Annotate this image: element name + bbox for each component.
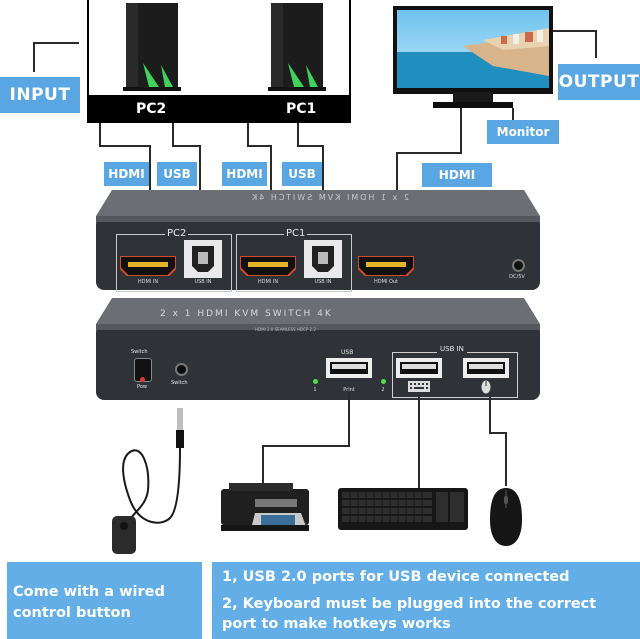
cable-pc2-usb-v2	[199, 145, 201, 191]
keyboard-usb-port-icon	[396, 358, 442, 378]
input-bracket-h	[33, 42, 79, 44]
cable-printer-h	[262, 445, 350, 447]
back-pc1-title: PC1	[284, 228, 307, 239]
back-pc1-usb-label: USB IN	[306, 279, 340, 285]
pc1-usb-b-port-icon	[304, 240, 342, 278]
led-2	[381, 379, 386, 384]
mouse-icon	[488, 486, 524, 548]
cable-pc1-usb-v2	[322, 145, 324, 191]
cable-pc1-hdmi	[247, 123, 249, 145]
cable-pc1-usb	[297, 123, 299, 145]
front-usb-label: USB	[341, 349, 353, 356]
output-bracket-h	[553, 30, 597, 32]
hdmi-tag-pc1: HDMI	[222, 162, 267, 186]
front-top-print: 2 x 1 HDMI KVM SWITCH 4K	[160, 309, 333, 319]
power-led	[140, 377, 145, 382]
input-tag: INPUT	[0, 77, 80, 113]
cable-pc2-hdmi-h	[99, 145, 151, 147]
note-right-line2: 2, Keyboard must be plugged into the cor…	[222, 596, 596, 612]
cable-pc2-usb-h	[172, 145, 200, 147]
usb-print-port-icon	[326, 358, 372, 378]
cable-pc2-hdmi-v2	[149, 145, 151, 191]
usb-tag-pc2: USB	[157, 162, 197, 186]
back-pc1-hdmi-label: HDMI IN	[250, 279, 286, 285]
cable-mouse-v2	[505, 432, 507, 486]
cable-hdmi-out-v2	[460, 108, 462, 154]
mouse-symbol-icon	[481, 380, 491, 394]
monitor-line-v	[512, 108, 514, 120]
cable-pc1-hdmi-h	[247, 145, 271, 147]
keyboard-symbol-icon	[408, 381, 430, 392]
back-hdmi-out-label: HDMI Out	[366, 279, 406, 285]
front-sub-print: HDMI 2.0 SEAMLESS HDCP 2.2	[255, 327, 316, 332]
output-bracket-v	[595, 30, 597, 58]
cable-pc1-usb-h	[297, 145, 323, 147]
note-right-line1: 1, USB 2.0 ports for USB device connecte…	[222, 569, 569, 585]
dc-power-port	[512, 259, 525, 272]
led-1	[313, 379, 318, 384]
back-pc2-hdmi-label: HDMI IN	[130, 279, 166, 285]
pc1-hdmi-port-icon	[240, 256, 296, 276]
front-switch-label: Switch	[131, 349, 148, 355]
wired-control-cable-icon	[100, 400, 200, 560]
back-pc2-title: PC2	[165, 228, 188, 239]
input-bracket-v	[33, 42, 35, 72]
note-left-line2: control button	[13, 605, 131, 621]
pc1-label: PC1	[286, 101, 316, 117]
cable-printer-v	[348, 392, 350, 446]
hdmi-out-port-icon	[358, 256, 414, 276]
front-led1-label: 1	[311, 387, 319, 393]
note-left-line1: Come with a wired	[13, 584, 165, 600]
cable-pc2-hdmi	[99, 123, 101, 145]
monitor-icon	[393, 6, 553, 110]
cable-pc2-usb	[172, 123, 174, 145]
mouse-usb-port-icon	[463, 358, 509, 378]
back-pc2-usb-label: USB IN	[186, 279, 220, 285]
front-led2-label: 2	[379, 387, 387, 393]
hdmi-out-tag: HDMI	[422, 163, 492, 187]
pc2-usb-b-port-icon	[184, 240, 222, 278]
cable-mouse-v	[489, 396, 491, 432]
hdmi-tag-pc2: HDMI	[104, 162, 149, 186]
note-right-line3: port to make hotkeys works	[222, 616, 451, 632]
pc2-label: PC2	[136, 101, 166, 117]
pc1-tower-icon	[268, 3, 326, 91]
note-left-box	[7, 562, 202, 639]
usb-tag-pc1: USB	[282, 162, 322, 186]
pc2-hdmi-port-icon	[120, 256, 176, 276]
cable-hdmi-out-v	[396, 152, 398, 192]
cable-hdmi-out-h	[396, 152, 461, 154]
keyboard-icon	[338, 488, 468, 532]
printer-icon	[215, 483, 315, 535]
output-tag: OUTPUT	[558, 64, 640, 100]
monitor-tag: Monitor	[487, 120, 559, 144]
cable-keyboard-v	[418, 396, 420, 490]
cable-printer-v2	[262, 445, 264, 485]
back-dc-label: DC/5V	[504, 274, 530, 280]
front-pow-label: Pow	[137, 384, 147, 390]
cable-pc1-hdmi-v2	[270, 145, 272, 191]
front-usbin-label: USB IN	[437, 345, 467, 353]
back-top-print: 2 x 1 HDMI KVM SWITCH 4K	[250, 193, 409, 202]
pc2-tower-icon	[123, 3, 181, 91]
remote-jack	[175, 363, 188, 376]
front-switch2-label: Switch	[171, 380, 188, 386]
